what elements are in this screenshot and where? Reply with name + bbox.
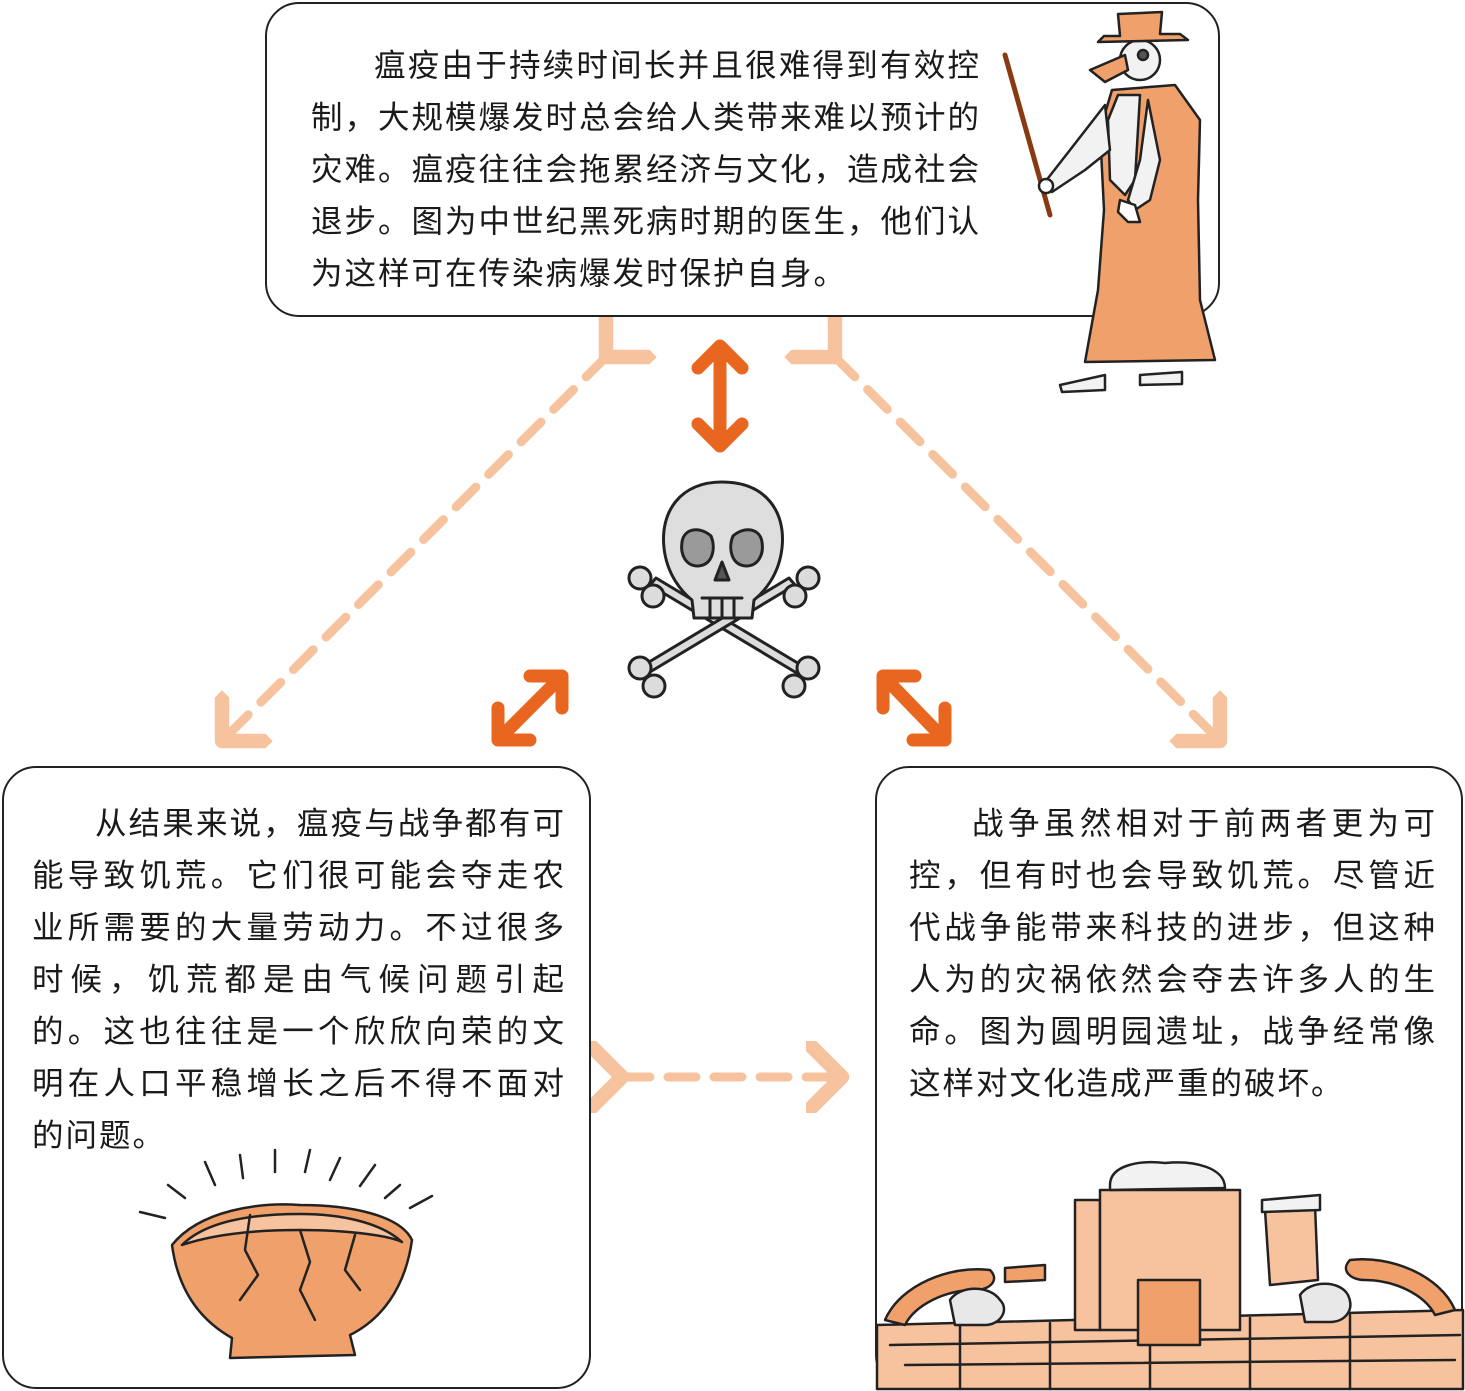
plague-doctor-illustration (1002, 10, 1217, 394)
war-description: 战争虽然相对于前两者更为可控，但有时也会导致饥荒。尽管近代战争能带来科技的进步，… (909, 806, 1437, 1102)
dashed-arrow-plague-war (835, 357, 1220, 741)
panel-plague: 瘟疫由于持续时间长并且很难得到有效控制，大规模爆发时总会给人类带来难以预计的灾难… (265, 2, 1220, 317)
cracked-bowl-illustration (138, 1148, 434, 1360)
famine-description: 从结果来说，瘟疫与战争都有可能导致饥荒。它们很可能会夺走农业所需要的大量劳动力。… (32, 806, 566, 1154)
plague-description: 瘟疫由于持续时间长并且很难得到有效控制，大规模爆发时总会给人类带来难以预计的灾难… (311, 48, 982, 292)
dashed-arrow-plague-famine (222, 357, 606, 741)
ruins-illustration (875, 1161, 1465, 1391)
strong-arrow-famine-skull (491, 669, 569, 747)
strong-arrow-war-skull (876, 669, 952, 747)
strong-arrow-plague-skull (691, 339, 749, 453)
